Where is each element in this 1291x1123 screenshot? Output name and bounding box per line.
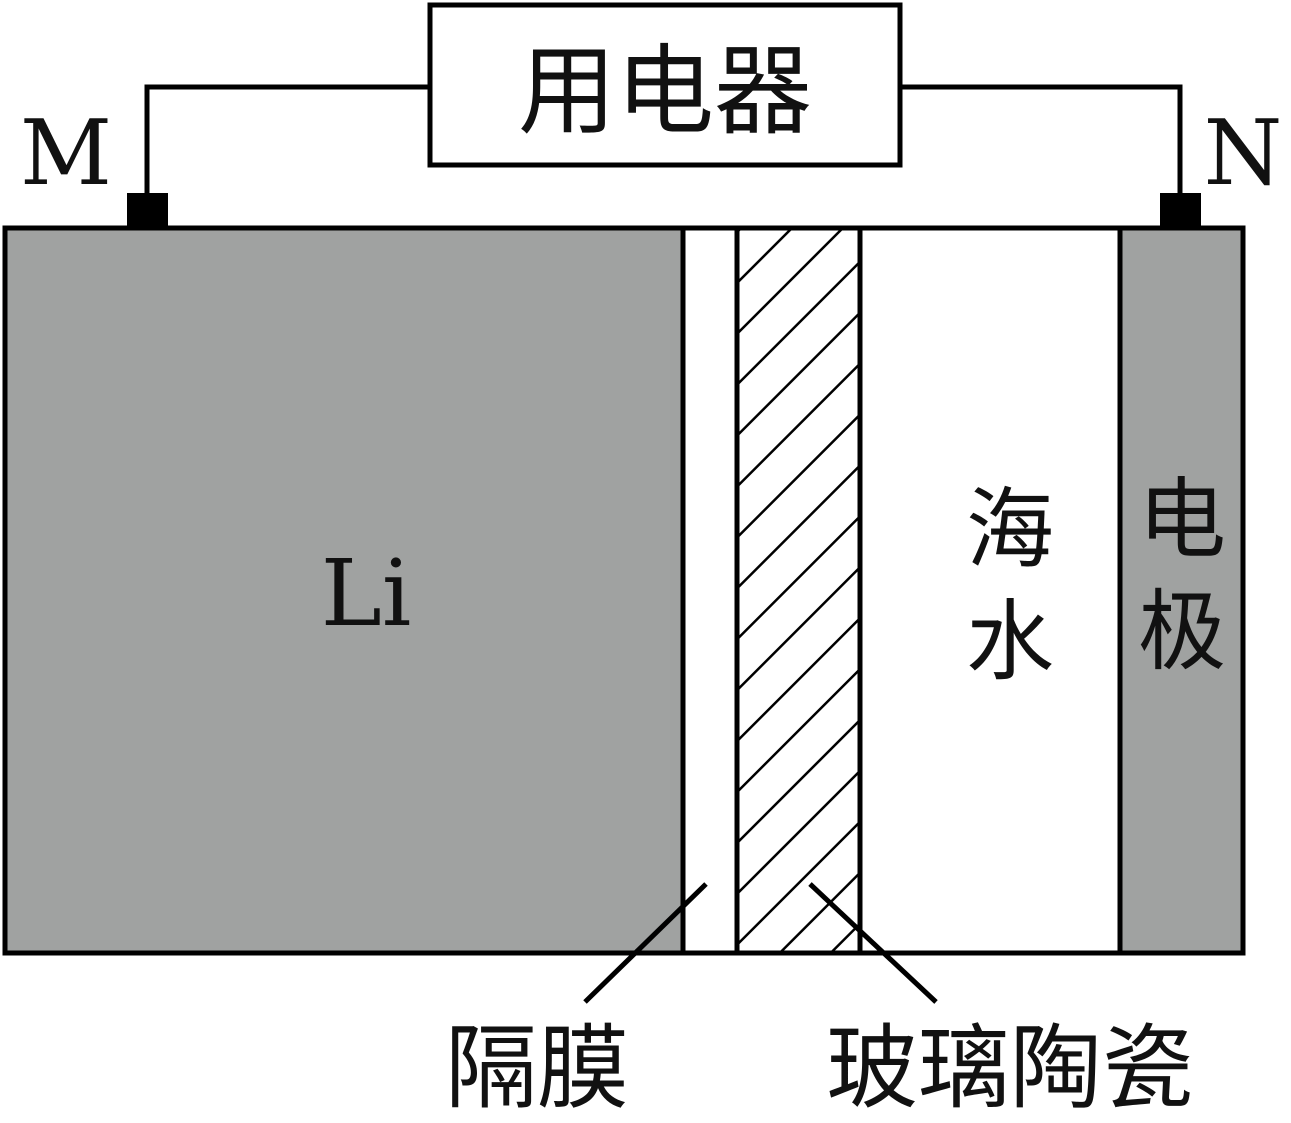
terminal-n-label: N <box>1204 101 1283 206</box>
electrical-load-box: 用电器 <box>427 2 903 168</box>
wire-right <box>900 84 1183 196</box>
wire-left <box>144 84 430 196</box>
terminal-m-label: M <box>20 101 112 206</box>
seawater-label-2: 水 <box>966 590 1054 693</box>
electrode-label-2: 极 <box>1138 580 1226 683</box>
separator-leader-line <box>583 882 708 1004</box>
cell-borders <box>2 225 1246 956</box>
lithium-anode <box>5 228 683 953</box>
seawater-label-1: 海 <box>966 478 1054 581</box>
separator <box>683 228 737 953</box>
separator-label: 隔膜 <box>445 1015 629 1122</box>
anode-label: Li <box>321 540 412 647</box>
terminal-n <box>1160 193 1201 228</box>
terminal-m <box>127 193 168 228</box>
glass-ceramic-leader-line <box>808 882 938 1004</box>
electrode-label-1: 电 <box>1138 468 1226 571</box>
seawater <box>860 228 1120 953</box>
electrode <box>1120 228 1243 953</box>
load-label: 用电器 <box>518 35 812 149</box>
glass-ceramic-label: 玻璃陶瓷 <box>826 1015 1194 1122</box>
glass-ceramic <box>737 228 860 953</box>
